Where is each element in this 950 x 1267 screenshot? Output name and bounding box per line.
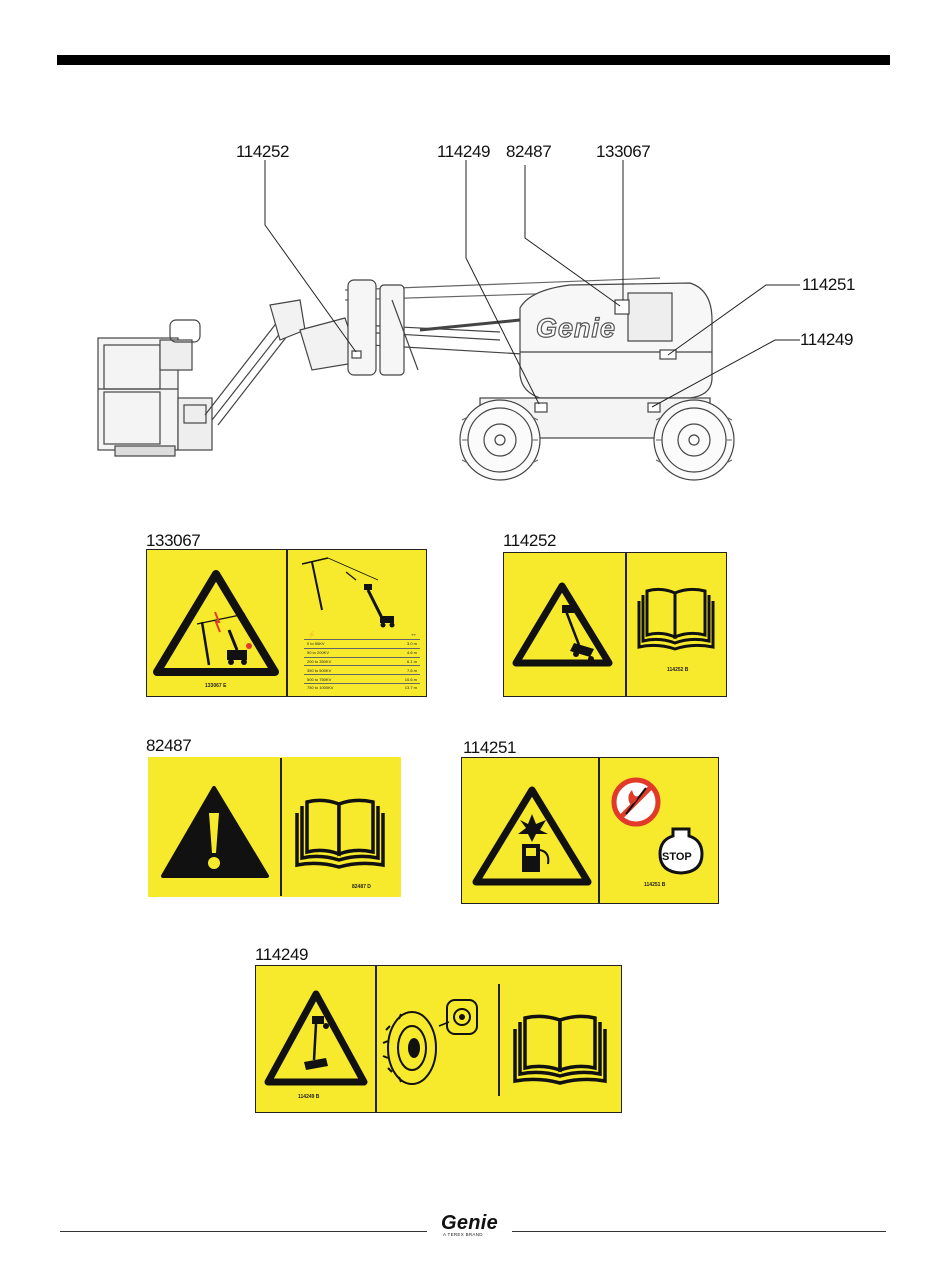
callout-114249-side: 114249	[800, 330, 853, 350]
decal-114252-manual-panel: 114252 B	[627, 553, 726, 696]
power-line-clearance-icon	[288, 550, 426, 630]
tip-over-warning-icon	[504, 553, 625, 695]
footer-rule-left	[60, 1231, 427, 1232]
decal-114249-label: 114249	[255, 945, 308, 965]
decal-82487-code: 82487 D	[352, 884, 371, 890]
read-manual-icon	[282, 758, 400, 878]
decal-114249: 114249 B	[255, 965, 622, 1113]
callout-114252: 114252	[236, 142, 289, 162]
clearance-table-header: ⚡ ↔	[304, 630, 420, 639]
machine-brand-logo: Genie	[536, 313, 616, 344]
read-manual-icon	[500, 966, 621, 1111]
decal-114251-warning-panel	[462, 758, 598, 903]
crush-hazard-icon	[256, 966, 375, 1111]
machine-illustration: Genie	[0, 0, 950, 500]
decal-82487: 82487 D	[148, 757, 401, 897]
callout-114251: 114251	[802, 275, 855, 295]
callout-133067: 133067	[596, 142, 650, 162]
decal-114251: STOP 114251 B	[461, 757, 719, 904]
decal-114252-label: 114252	[503, 531, 556, 551]
decal-114252-warning-panel	[504, 553, 625, 696]
stop-label: STOP	[662, 851, 692, 863]
decal-114251-label: 114251	[463, 738, 516, 758]
decal-114249-manual-panel	[500, 966, 621, 1112]
decal-114252: 114252 B	[503, 552, 727, 697]
callout-82487: 82487	[506, 142, 551, 162]
decal-114252-code: 114252 B	[667, 667, 688, 673]
footer-brand-sub: A TEREX BRAND	[443, 1232, 483, 1237]
decal-133067-warning-panel: 133067 E	[147, 550, 286, 696]
decal-133067-code: 133067 E	[205, 683, 226, 689]
decal-114249-warning-panel: 114249 B	[256, 966, 375, 1112]
footer-brand: Genie	[441, 1213, 503, 1233]
decal-114251-code: 114251 B	[644, 882, 665, 888]
read-manual-icon	[627, 553, 726, 663]
decal-82487-warning-panel	[149, 758, 280, 896]
electrocution-warning-icon	[147, 550, 286, 695]
decal-114251-prohibition-panel: STOP 114251 B	[600, 758, 718, 903]
explosion-hazard-icon	[462, 758, 598, 902]
callout-114249-top: 114249	[437, 142, 490, 162]
voltage-icon: ⚡	[307, 631, 316, 639]
boom-lift-drawing	[0, 0, 950, 500]
wheel-hub-icon	[377, 966, 497, 1111]
distance-icon: ↔	[410, 631, 417, 638]
decal-114249-wheel-panel	[377, 966, 497, 1112]
decal-82487-label: 82487	[146, 736, 191, 756]
decal-133067-label: 133067	[146, 531, 200, 551]
footer-rule-right	[512, 1231, 886, 1232]
decal-114249-code: 114249 B	[298, 1094, 319, 1100]
decal-82487-manual-panel: 82487 D	[282, 758, 400, 896]
general-hazard-icon	[149, 758, 280, 896]
